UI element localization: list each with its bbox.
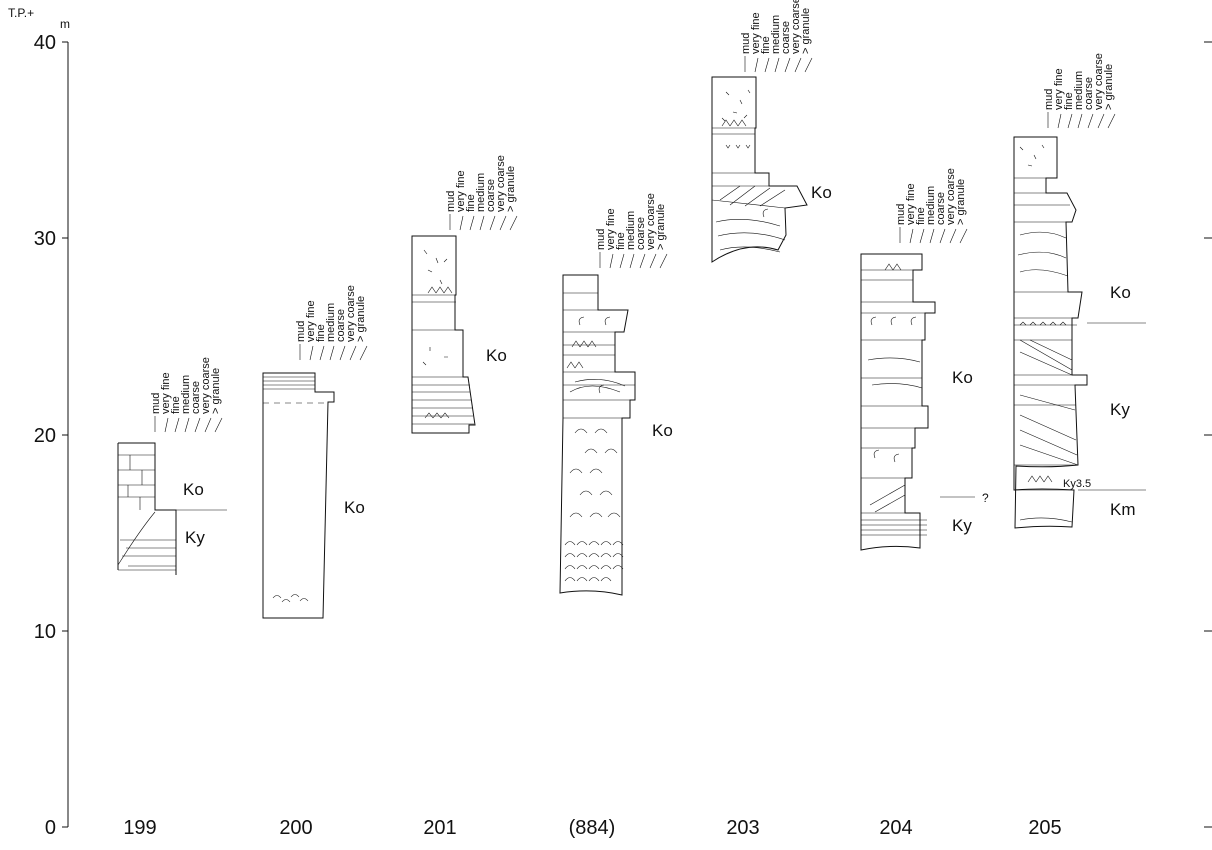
trough-marks	[564, 428, 624, 582]
grain-scale-203: mud very fine fine medium coarse very co…	[740, 0, 813, 73]
grain-scale-205: mud very fine fine medium coarse very co…	[1043, 53, 1116, 129]
grain-label-very-fine: very fine	[455, 170, 467, 212]
grain-scale-204: mud very fine fine medium coarse very co…	[895, 168, 968, 244]
y-tick-label: 40	[34, 32, 56, 54]
y-axis: 0 10 20 30 40 T.P.+ m	[8, 6, 70, 839]
grain-label-very-coarse: very coarse	[495, 155, 507, 212]
grain-label-medium: medium	[770, 15, 782, 54]
column-label-884: (884)	[569, 817, 616, 839]
grain-label-coarse: coarse	[635, 217, 647, 250]
unit-label-ko: Ko	[1110, 283, 1131, 302]
grain-label-very-coarse: very coarse	[790, 0, 802, 54]
grain-label-very-coarse: very coarse	[200, 357, 212, 414]
grain-label-very-coarse: very coarse	[1093, 53, 1105, 110]
grain-label-coarse: coarse	[335, 309, 347, 342]
column-label-200: 200	[279, 817, 312, 839]
unit-label-question: ?	[982, 491, 989, 505]
grain-label-granule: > granule	[955, 179, 967, 225]
grain-scale-884: mud very fine fine medium coarse very co…	[595, 193, 668, 269]
grain-label-granule: > granule	[1103, 64, 1115, 110]
grain-label-very-fine: very fine	[750, 12, 762, 54]
grain-label-very-coarse: very coarse	[645, 193, 657, 250]
grain-label-granule: > granule	[655, 204, 667, 250]
grain-scale-199: mud very fine fine medium coarse very co…	[150, 357, 223, 433]
section-column-199: Ko Ky	[117, 442, 227, 575]
y-tick-label: 10	[34, 621, 56, 643]
grain-label-medium: medium	[925, 186, 937, 225]
unit-label-ky: Ky	[952, 516, 972, 535]
unit-label-ko: Ko	[952, 368, 973, 387]
grain-label-very-fine: very fine	[605, 208, 617, 250]
grain-label-coarse: coarse	[780, 21, 792, 54]
grain-label-coarse: coarse	[190, 381, 202, 414]
column-label-205: 205	[1028, 817, 1061, 839]
column-label-204: 204	[879, 817, 912, 839]
grain-label-mud: mud	[295, 321, 307, 342]
column-labels: 199 200 201 (884) 203 204 205	[123, 817, 1061, 839]
grain-label-granule: > granule	[210, 368, 222, 414]
grain-label-medium: medium	[1073, 71, 1085, 110]
column-label-203: 203	[726, 817, 759, 839]
grain-label-fine: fine	[1063, 92, 1075, 110]
grain-label-mud: mud	[1043, 89, 1055, 110]
grain-label-very-fine: very fine	[905, 183, 917, 225]
grain-scale-200: mud very fine fine medium coarse very co…	[295, 285, 368, 361]
grain-label-coarse: coarse	[1083, 77, 1095, 110]
section-column-884: Ko	[559, 274, 673, 596]
unit-label-ky3-5: Ky3.5	[1063, 478, 1091, 490]
grain-label-medium: medium	[180, 375, 192, 414]
axis-unit-label: m	[60, 17, 70, 31]
grain-label-granule: > granule	[505, 166, 517, 212]
axis-datum-label: T.P.+	[8, 6, 34, 20]
unit-label-ko: Ko	[344, 498, 365, 517]
section-column-205: Ky3.5 Ko Ky Km	[1013, 136, 1146, 529]
column-label-201: 201	[423, 817, 456, 839]
unit-label-ko: Ko	[486, 346, 507, 365]
column-label-199: 199	[123, 817, 156, 839]
y-tick-label: 30	[34, 228, 56, 250]
grain-label-fine: fine	[915, 207, 927, 225]
grain-label-fine: fine	[760, 36, 772, 54]
unit-label-ko: Ko	[811, 183, 832, 202]
section-column-200: Ko	[262, 372, 365, 619]
unit-label-ky: Ky	[185, 528, 205, 547]
unit-label-ky: Ky	[1110, 400, 1130, 419]
grain-label-mud: mud	[595, 229, 607, 250]
grain-label-fine: fine	[315, 324, 327, 342]
grain-scale-201: mud very fine fine medium coarse very co…	[445, 155, 518, 231]
grain-label-fine: fine	[170, 396, 182, 414]
grain-label-medium: medium	[325, 303, 337, 342]
section-column-203: Ko	[711, 76, 832, 263]
grain-label-mud: mud	[740, 33, 752, 54]
grain-label-very-fine: very fine	[305, 300, 317, 342]
grain-label-mud: mud	[150, 393, 162, 414]
right-ticks	[1204, 41, 1212, 828]
grain-label-medium: medium	[475, 173, 487, 212]
grain-label-mud: mud	[445, 191, 457, 212]
y-tick-label: 20	[34, 425, 56, 447]
unit-label-ko: Ko	[652, 421, 673, 440]
section-column-201: Ko	[411, 235, 507, 434]
grain-label-very-coarse: very coarse	[945, 168, 957, 225]
grain-label-medium: medium	[625, 211, 637, 250]
grain-label-mud: mud	[895, 204, 907, 225]
unit-label-km: Km	[1110, 500, 1136, 519]
grain-label-very-coarse: very coarse	[345, 285, 357, 342]
grain-label-granule: > granule	[800, 8, 812, 54]
unit-label-ko: Ko	[183, 480, 204, 499]
grain-label-very-fine: very fine	[1053, 68, 1065, 110]
y-tick-label: 0	[45, 817, 56, 839]
grain-label-fine: fine	[615, 232, 627, 250]
grain-label-granule: > granule	[355, 296, 367, 342]
grain-label-coarse: coarse	[935, 192, 947, 225]
grain-label-coarse: coarse	[485, 179, 497, 212]
section-column-204: ? Ko Ky	[860, 253, 989, 551]
grain-label-fine: fine	[465, 194, 477, 212]
grain-label-very-fine: very fine	[160, 372, 172, 414]
